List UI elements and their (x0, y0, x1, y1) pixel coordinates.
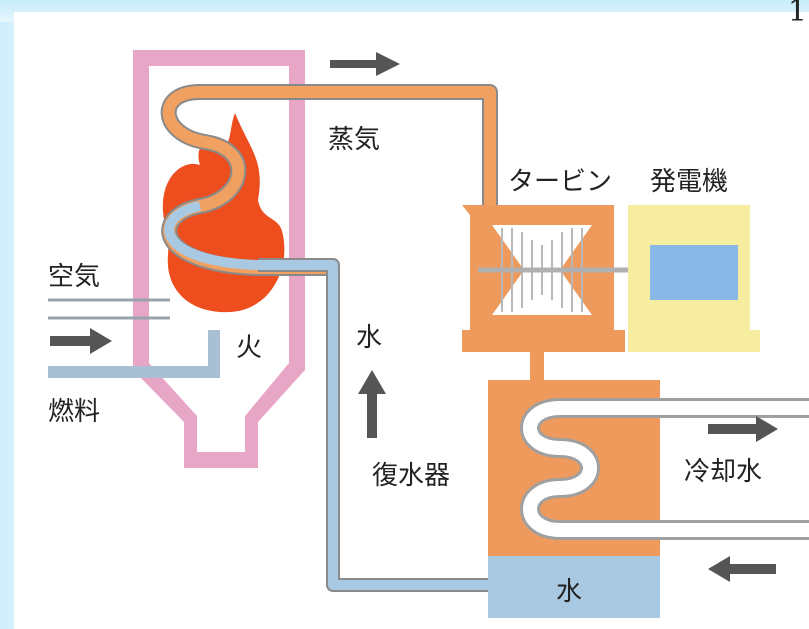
turbine-label: タービン (508, 167, 612, 197)
water-up-arrow (358, 370, 386, 438)
water-up-label: 水 (356, 323, 382, 353)
fire-label: 火 (236, 333, 262, 363)
fuel-label: 燃料 (48, 397, 100, 427)
condenser-water-tank (488, 556, 660, 618)
cooling-out-arrow (708, 416, 778, 442)
cooling-water-label: 冷却水 (684, 457, 762, 487)
condenser-label: 復水器 (372, 461, 450, 491)
fuel-arrow (50, 328, 112, 354)
generator-label: 発電機 (650, 167, 728, 197)
steam-arrow (330, 52, 400, 76)
steam-label: 蒸気 (328, 125, 380, 155)
page-corner-mark: 1 (787, 0, 807, 29)
generator-core (650, 245, 738, 300)
fuel-pipe (48, 330, 220, 378)
water-tank-label: 水 (556, 577, 582, 607)
cooling-in-arrow (708, 556, 776, 582)
air-label: 空気 (48, 262, 100, 292)
